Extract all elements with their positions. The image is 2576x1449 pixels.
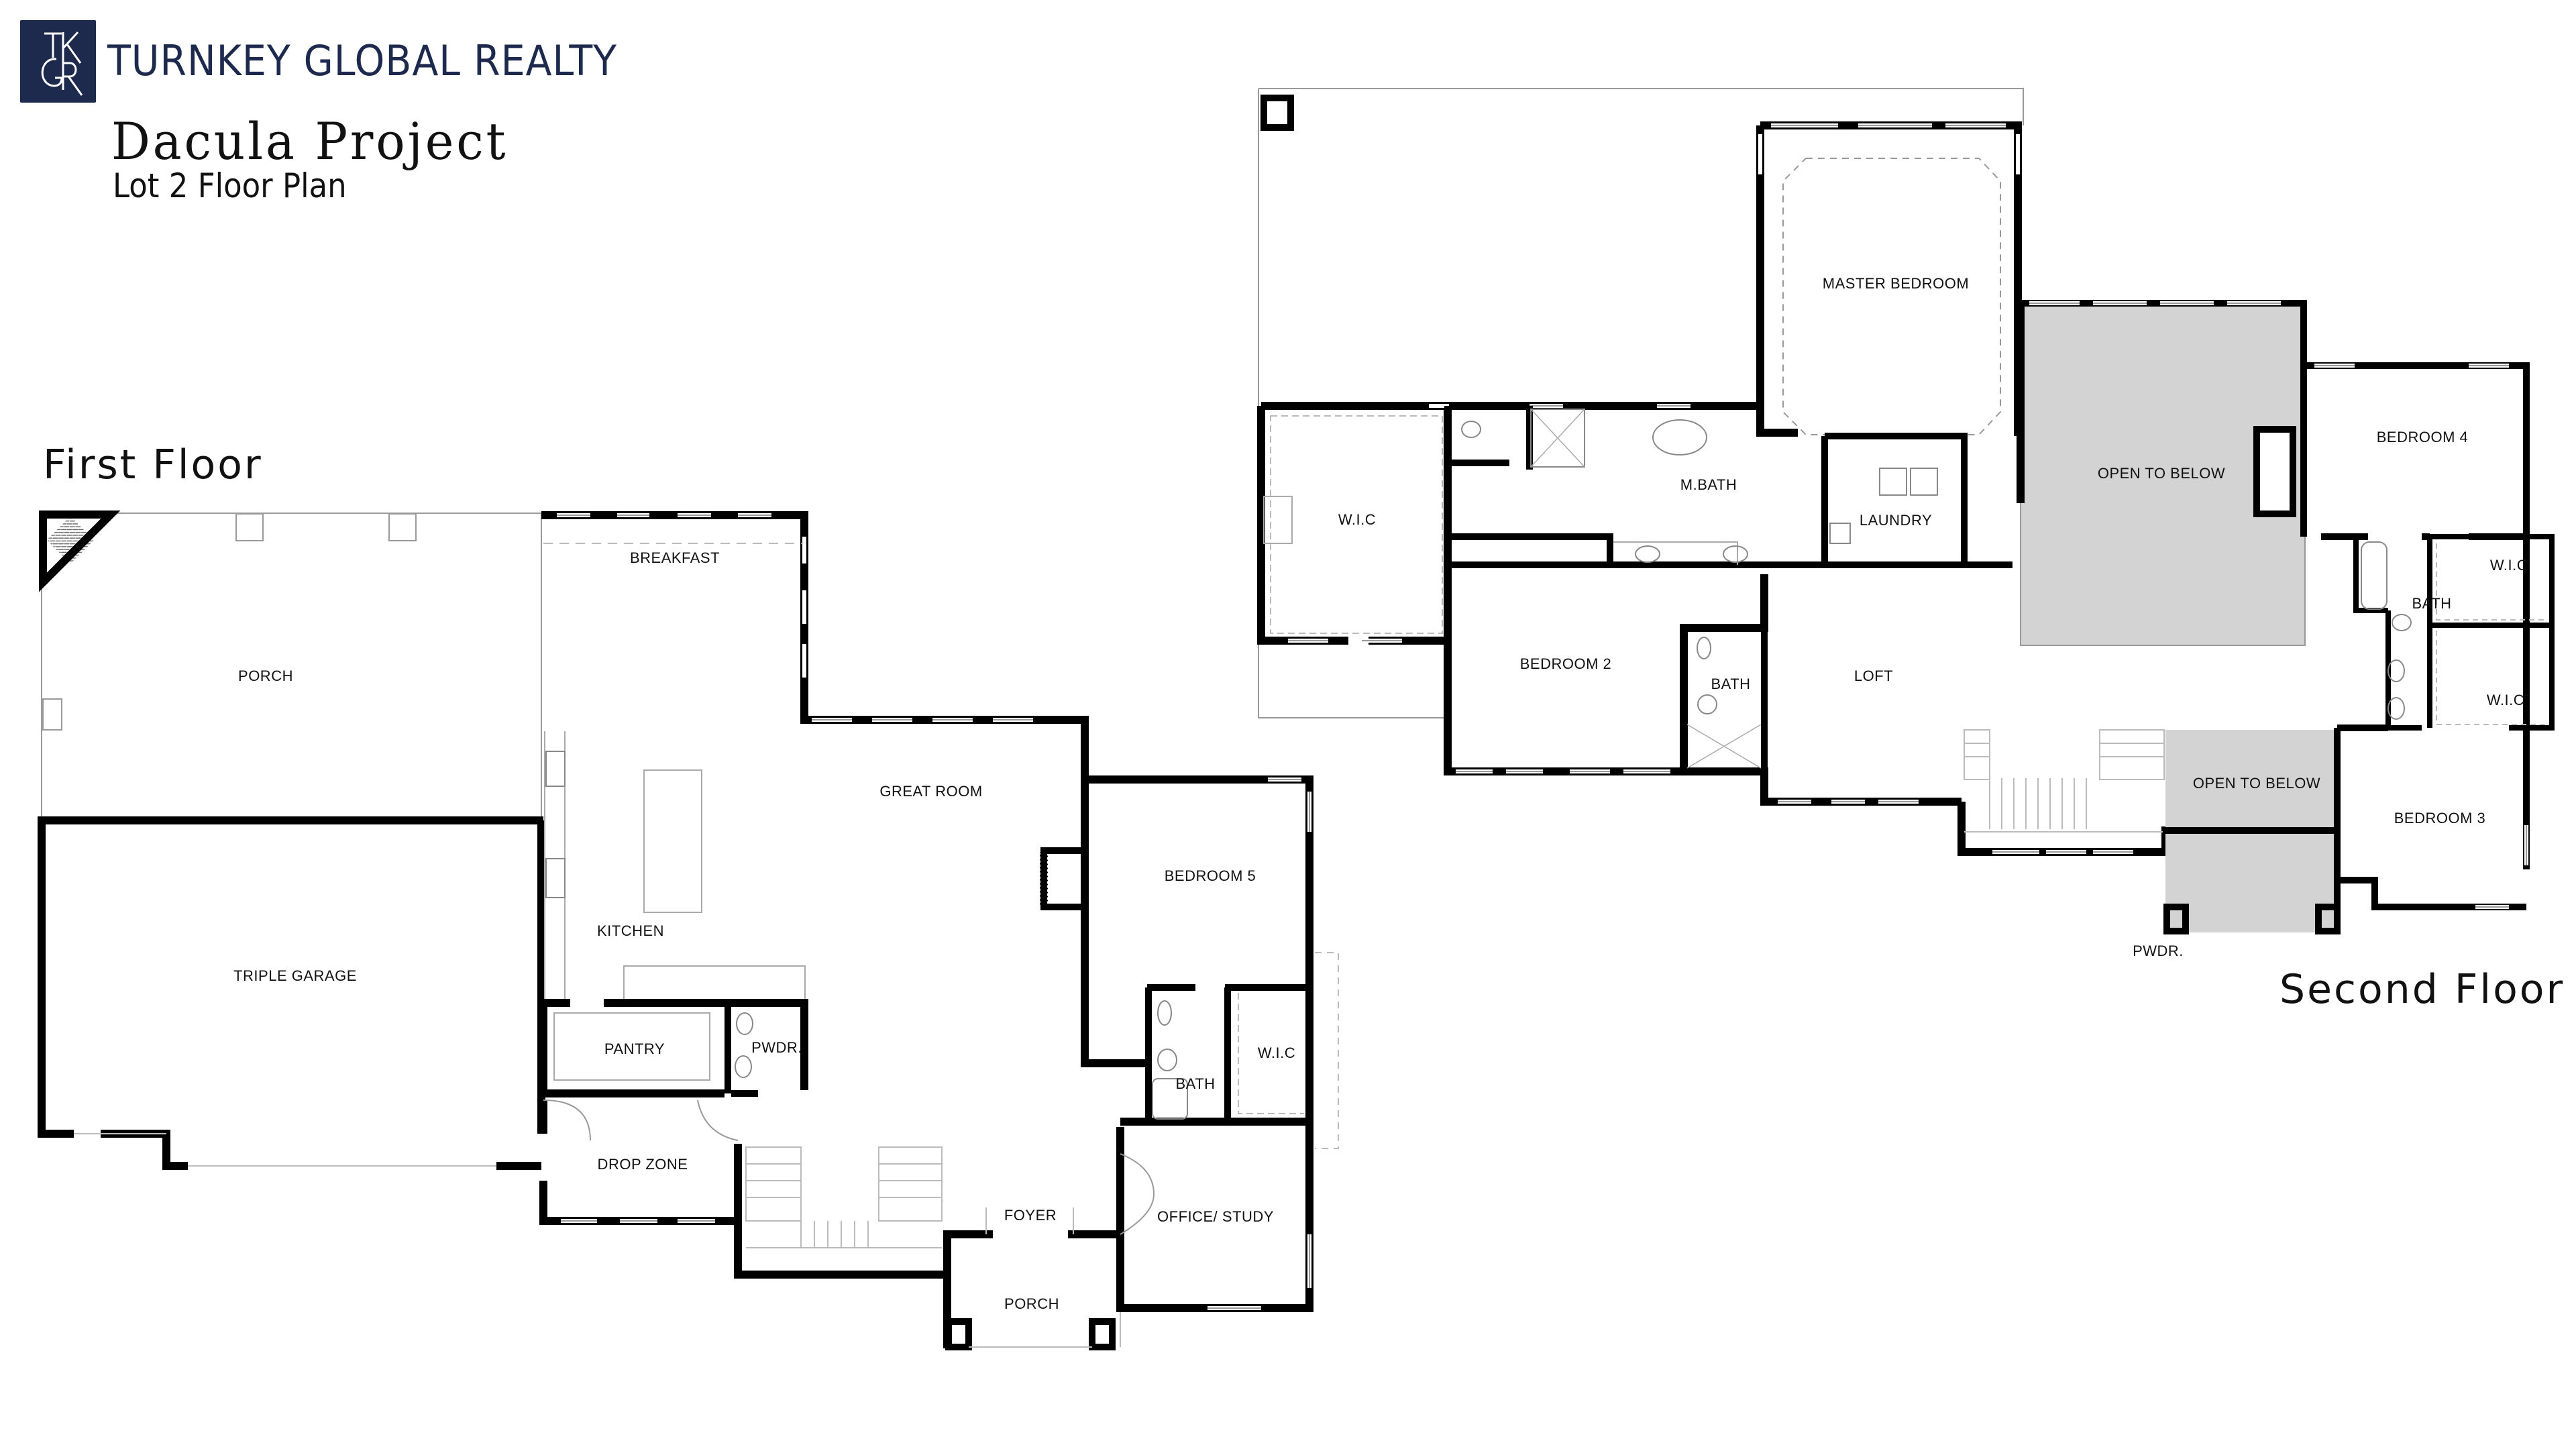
room-label-triple-garage: TRIPLE GARAGE bbox=[233, 967, 357, 984]
project-subtitle: Lot 2 Floor Plan bbox=[113, 166, 347, 205]
room-label-bath-jack-jill: BATH bbox=[2412, 595, 2452, 612]
room-label-pwdr-second: PWDR. bbox=[2133, 943, 2184, 959]
first-floor-title: First Floor bbox=[43, 441, 263, 488]
room-label-bath-first: BATH bbox=[1175, 1075, 1216, 1092]
room-label-foyer: FOYER bbox=[1004, 1207, 1057, 1224]
room-label-loft: LOFT bbox=[1854, 667, 1894, 684]
tkgr-monogram-icon bbox=[41, 31, 83, 96]
room-label-open-to-below-large: OPEN TO BELOW bbox=[2097, 465, 2226, 482]
room-label-breakfast: BREAKFAST bbox=[629, 549, 720, 566]
room-label-open-to-below-small: OPEN TO BELOW bbox=[2192, 775, 2321, 792]
room-label-laundry: LAUNDRY bbox=[1859, 512, 1933, 529]
room-label-wic-master: W.I.C bbox=[1338, 511, 1377, 528]
room-label-pantry: PANTRY bbox=[604, 1040, 665, 1057]
room-label-bedroom-3: BEDROOM 3 bbox=[2394, 810, 2486, 826]
room-label-master-bedroom: MASTER BEDROOM bbox=[1822, 275, 1970, 292]
room-label-wic-lower: W.I.C bbox=[2486, 692, 2525, 708]
room-label-office-study: OFFICE/ STUDY bbox=[1157, 1208, 1274, 1225]
room-label-bedroom-5: BEDROOM 5 bbox=[1164, 867, 1256, 884]
room-label-m-bath: M.BATH bbox=[1680, 476, 1737, 493]
room-label-bedroom-4: BEDROOM 4 bbox=[2376, 429, 2469, 445]
project-title: Dacula Project bbox=[111, 111, 508, 171]
room-label-porch-front: PORCH bbox=[1004, 1295, 1059, 1312]
second-floor-plan bbox=[1257, 88, 2555, 934]
room-label-wic-bedroom-5: W.I.C bbox=[1257, 1044, 1296, 1061]
room-label-pwdr-first: PWDR. bbox=[751, 1039, 802, 1056]
brand-name: TURNKEY GLOBAL REALTY bbox=[107, 36, 617, 85]
room-label-bedroom-2: BEDROOM 2 bbox=[1519, 655, 1612, 672]
room-label-kitchen: KITCHEN bbox=[596, 922, 665, 939]
company-logo bbox=[20, 20, 96, 103]
room-label-wic-upper: W.I.C bbox=[2489, 557, 2528, 574]
room-label-bath-bedroom-2: BATH bbox=[1711, 676, 1751, 692]
second-floor-title: Second Floor bbox=[2279, 966, 2565, 1013]
room-label-great-room: GREAT ROOM bbox=[879, 783, 983, 800]
room-label-porch-rear: PORCH bbox=[238, 667, 293, 684]
first-floor-plan bbox=[38, 511, 1339, 1350]
room-label-drop-zone: DROP ZONE bbox=[597, 1156, 688, 1173]
